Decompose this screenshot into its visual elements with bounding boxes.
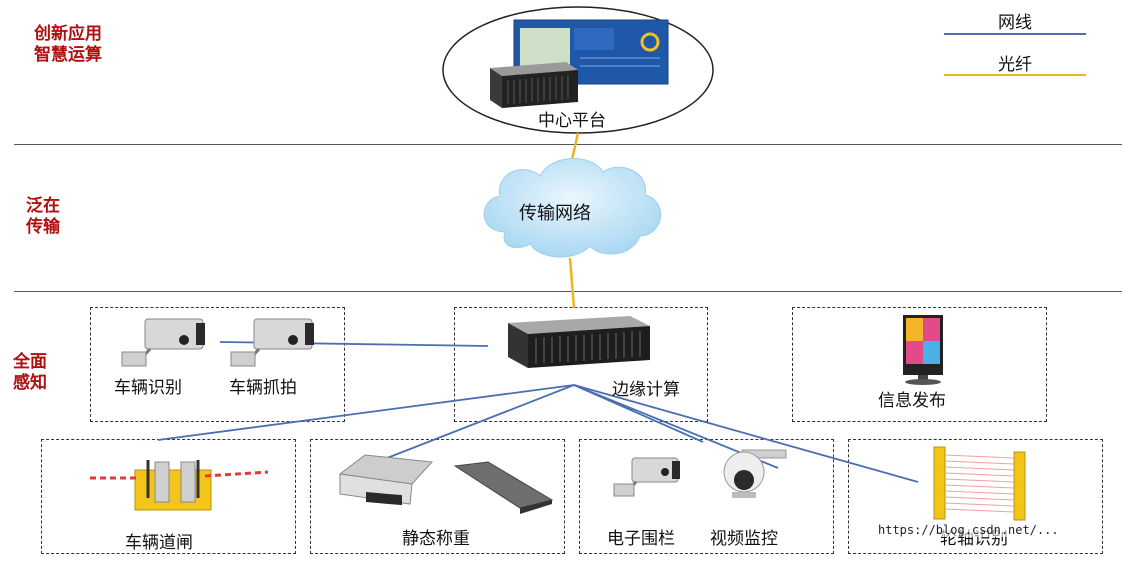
watermark-url: https://blog.csdn.net/... <box>878 523 1059 537</box>
legend-line-network-cable <box>944 33 1086 35</box>
box-info-publish <box>792 307 1047 422</box>
legend-label-network-cable: 网线 <box>998 13 1032 33</box>
label-edge-computing: 边缘计算 <box>612 380 680 400</box>
label-vehicle-gate: 车辆道闸 <box>125 533 193 553</box>
legend-line-fiber <box>944 74 1086 76</box>
label-info-publish: 信息发布 <box>878 391 946 411</box>
label-static-weighing: 静态称重 <box>402 529 470 549</box>
label-electronic-fence: 电子围栏 <box>607 529 675 549</box>
label-center-platform: 中心平台 <box>538 111 606 131</box>
label-vehicle-recognition: 车辆识别 <box>114 378 182 398</box>
layer-label-perception: 全面 感知 <box>13 352 47 393</box>
box-axle-recognition <box>848 439 1103 554</box>
box-edge-computing <box>454 307 708 422</box>
separator-top <box>14 144 1122 145</box>
label-video-monitoring: 视频监控 <box>710 529 778 549</box>
dashboard-screen-icon <box>513 19 669 85</box>
center-server-icon <box>490 62 578 108</box>
label-transport-network: 传输网络 <box>519 203 591 224</box>
layer-label-application: 创新应用 智慧运算 <box>34 24 102 65</box>
fiber-line-cloud-to-edge <box>568 257 576 309</box>
fiber-line-center-to-cloud <box>570 132 580 161</box>
layer-label-transport: 泛在 传输 <box>26 196 60 237</box>
separator-bottom <box>14 291 1122 292</box>
box-vehicle-cameras <box>90 307 345 422</box>
label-vehicle-capture: 车辆抓拍 <box>229 378 297 398</box>
legend-label-fiber: 光纤 <box>998 55 1032 75</box>
